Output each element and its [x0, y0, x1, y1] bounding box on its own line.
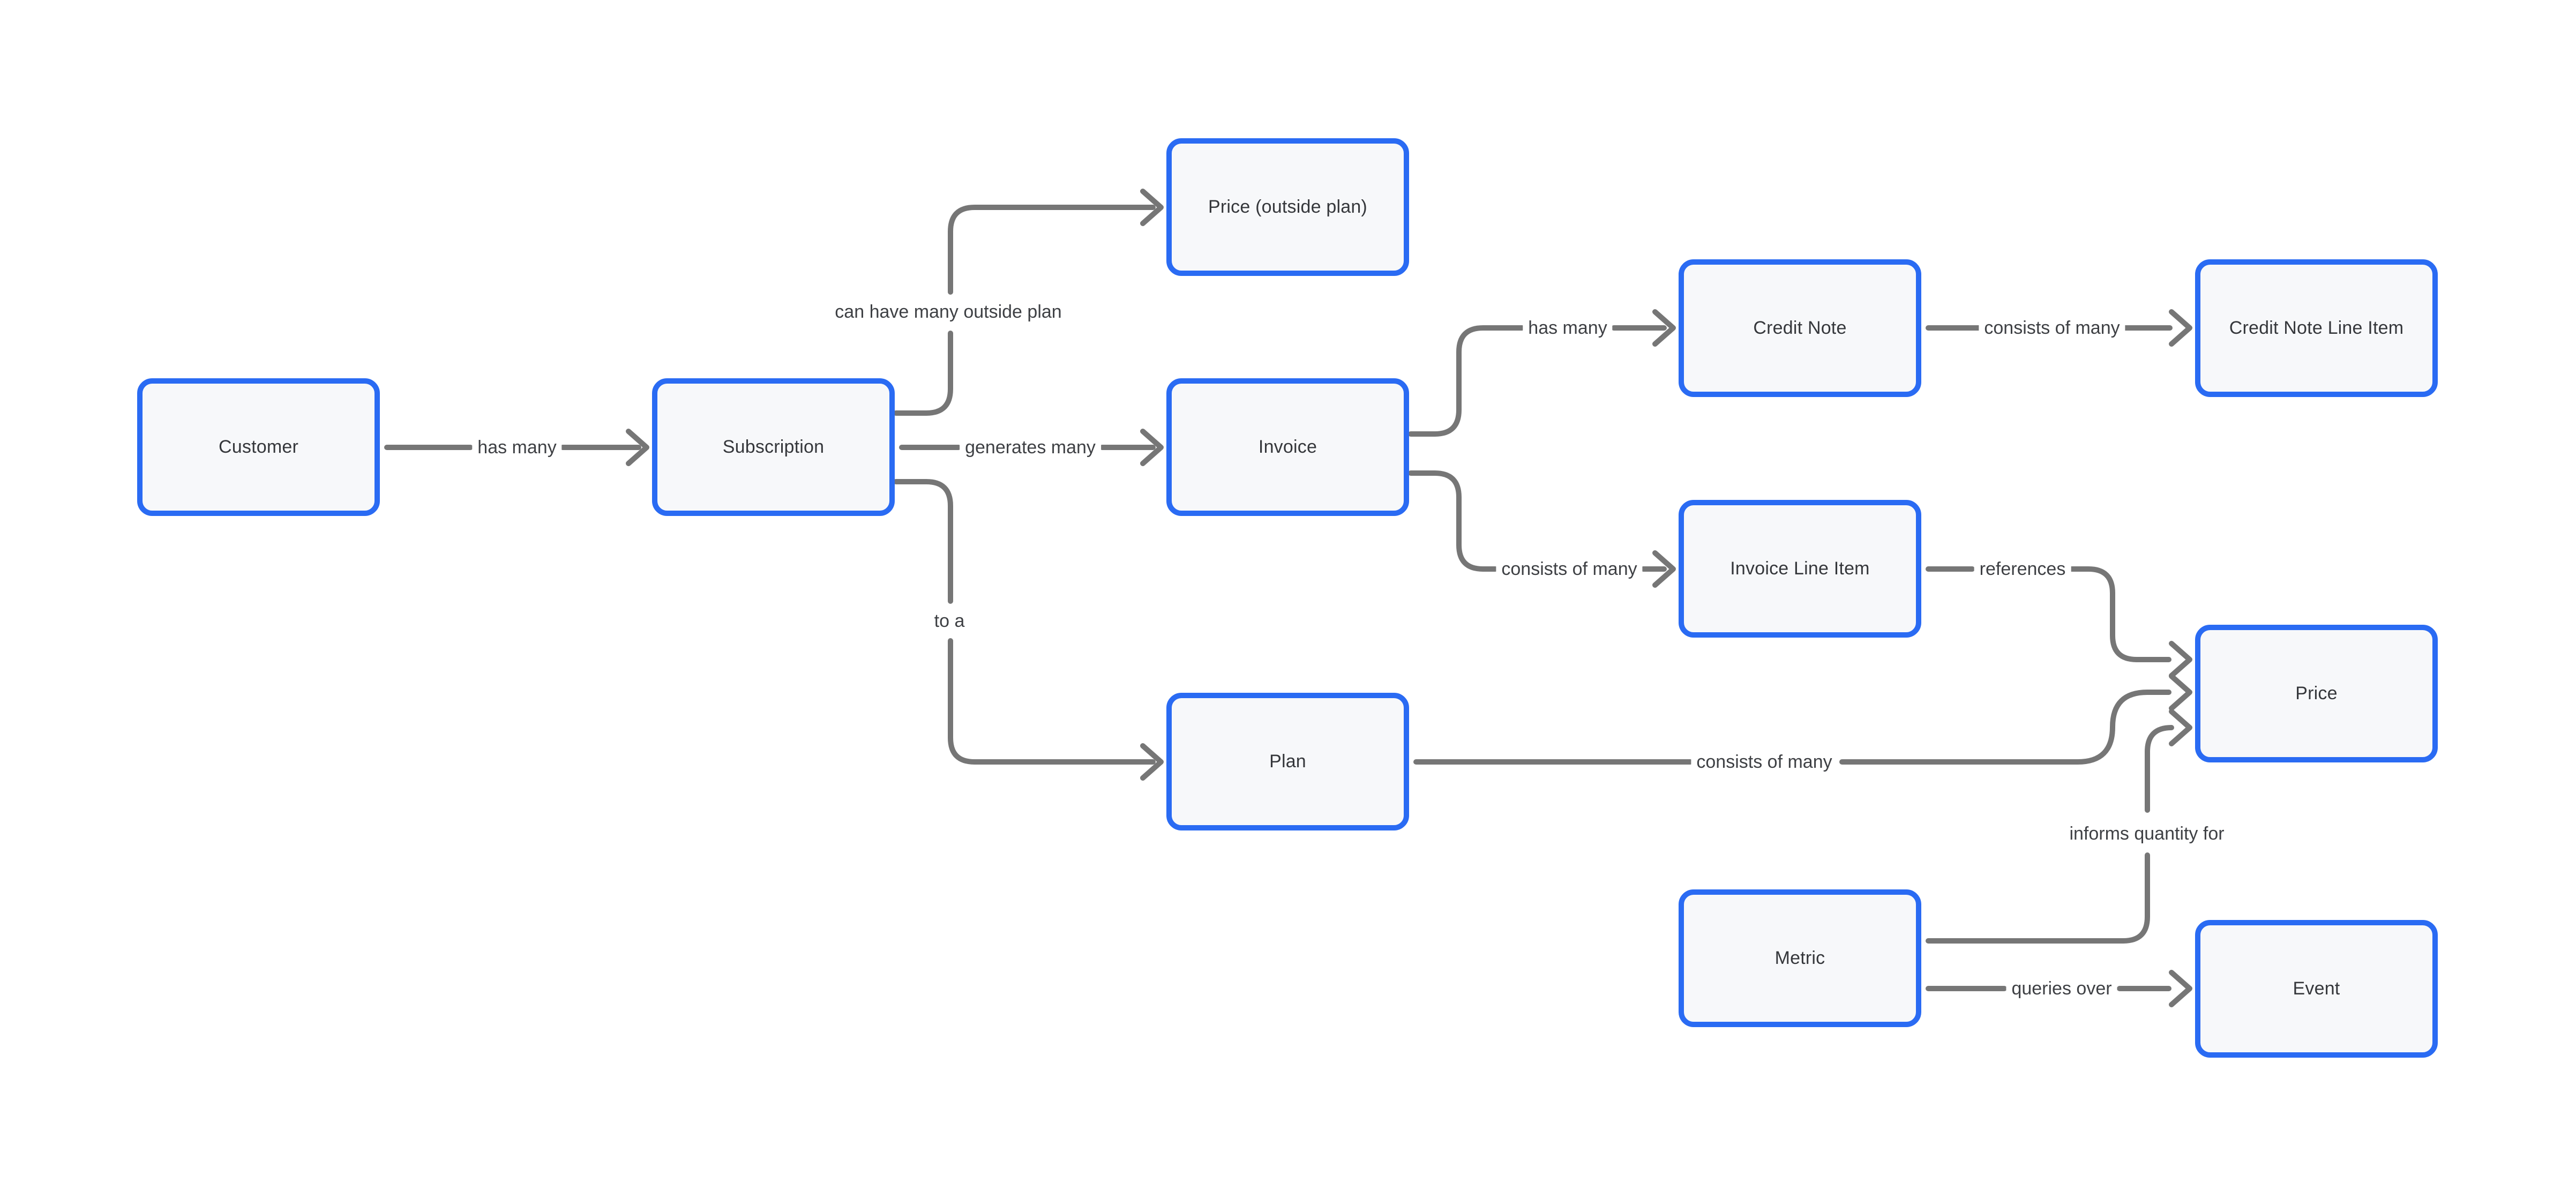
edge-label-credit-note-consists: consists of many [1979, 315, 2125, 341]
arrowhead-icon [1652, 550, 1676, 588]
node-credit-note[interactable]: Credit Note [1679, 259, 1921, 397]
edge-label-queries-over: queries over [2006, 976, 2117, 1001]
edge-line [1408, 325, 1525, 437]
edge-label-can-have-many-outside-plan: can have many outside plan [829, 299, 1067, 325]
edge-line [2069, 566, 2171, 662]
node-customer[interactable]: Customer [137, 378, 380, 516]
edge-subscription-price-outside-plan [893, 189, 1164, 416]
edge-label-to-a: to a [928, 608, 970, 634]
node-invoice[interactable]: Invoice [1166, 378, 1409, 516]
node-label: Metric [1774, 948, 1825, 968]
edge-invoice-invoice-line-item [1408, 470, 1676, 588]
arrowhead-icon [1140, 189, 1164, 226]
node-label: Subscription [722, 437, 825, 457]
edge-subscription-plan [893, 479, 1164, 781]
node-credit-note-line-item[interactable]: Credit Note Line Item [2195, 259, 2438, 397]
node-label: Plan [1269, 751, 1306, 772]
node-price-outside-plan[interactable]: Price (outside plan) [1166, 138, 1409, 276]
edge-line [1839, 690, 2171, 765]
edge-invoice-credit-note [1408, 309, 1676, 437]
node-price[interactable]: Price [2195, 625, 2438, 762]
edge-label-invoice-consists: consists of many [1496, 556, 1643, 582]
node-plan[interactable]: Plan [1166, 693, 1409, 830]
edge-line [893, 331, 953, 416]
node-event[interactable]: Event [2195, 920, 2438, 1058]
edge-label-references: references [1974, 556, 2071, 582]
edge-subscription-invoice [899, 429, 1164, 466]
arrowhead-icon [1140, 743, 1164, 781]
node-label: Price (outside plan) [1208, 197, 1367, 217]
edge-line [948, 205, 1156, 295]
edge-credit-note-credit-note-line-item [1926, 309, 2192, 347]
node-label: Invoice Line Item [1730, 558, 1870, 579]
node-label: Credit Note Line Item [2229, 318, 2404, 338]
arrowhead-icon [626, 429, 649, 466]
edge-label-invoice-has-many: has many [1523, 315, 1613, 341]
arrowhead-icon [2169, 970, 2192, 1007]
node-label: Event [2293, 978, 2340, 999]
edge-line [948, 638, 1156, 765]
node-label: Customer [219, 437, 298, 457]
edge-line [1926, 852, 2150, 944]
edge-invoice-line-item-price [1926, 566, 2192, 678]
edge-plan-price [1413, 673, 2192, 765]
edge-label-generates-many: generates many [960, 435, 1101, 460]
arrowhead-icon [2169, 673, 2192, 711]
edge-line [2145, 725, 2174, 813]
edge-label-customer-has-many: has many [472, 435, 562, 460]
edge-label-plan-consists: consists of many [1691, 749, 1838, 775]
edge-metric-event [1926, 970, 2192, 1007]
arrowhead-icon [2169, 641, 2192, 678]
edge-label-informs-quantity-for: informs quantity for [2064, 821, 2230, 847]
edge-customer-subscription [384, 429, 649, 466]
node-label: Price [2295, 683, 2338, 703]
arrowhead-icon [1140, 429, 1164, 466]
arrowhead-icon [1652, 309, 1676, 347]
arrowhead-icon [2169, 309, 2192, 347]
node-metric[interactable]: Metric [1679, 889, 1921, 1027]
arrowhead-icon [2169, 709, 2192, 746]
node-subscription[interactable]: Subscription [652, 378, 895, 516]
node-label: Credit Note [1753, 318, 1847, 338]
edge-metric-price [1926, 709, 2192, 944]
node-invoice-line-item[interactable]: Invoice Line Item [1679, 500, 1921, 638]
edge-line [893, 479, 953, 604]
edge-line [1408, 470, 1498, 572]
node-label: Invoice [1258, 437, 1317, 457]
